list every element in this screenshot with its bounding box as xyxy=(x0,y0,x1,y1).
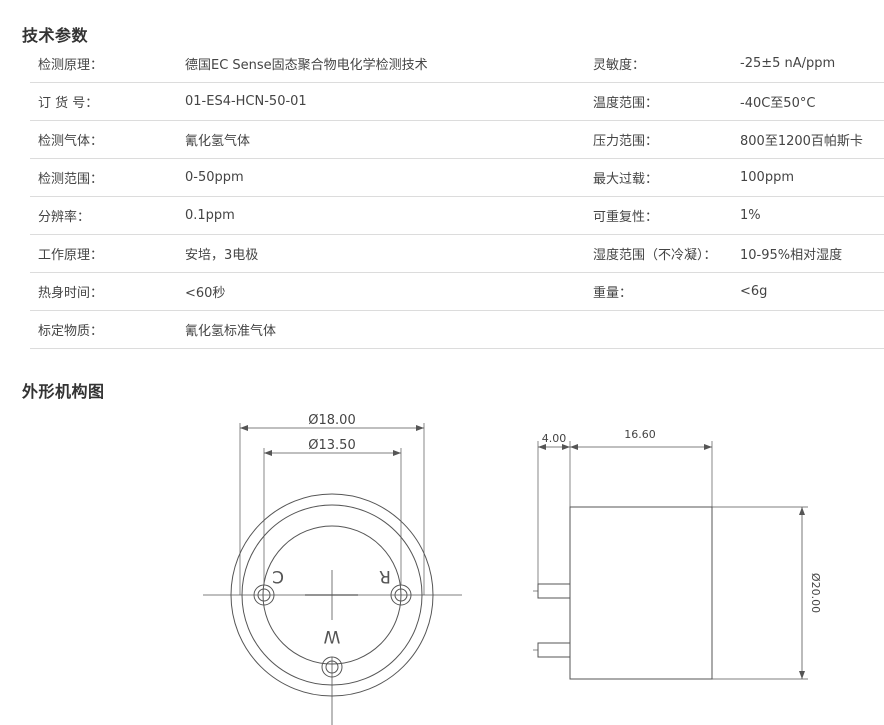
spec-label: 检测范围： xyxy=(30,158,185,197)
spec-label xyxy=(593,310,740,349)
pin-label-r: R xyxy=(379,566,391,586)
pin-c-inner xyxy=(257,588,271,602)
spec-label: 温度范围： xyxy=(593,82,740,121)
spec-value: 100ppm xyxy=(740,158,884,197)
spec-label: 湿度范围（不冷凝）： xyxy=(593,234,740,273)
dim-label-outer-diameter: Ø18.00 xyxy=(308,413,355,428)
spec-row: 工作原理：安培，3电极湿度范围（不冷凝）：10-95%相对湿度 xyxy=(30,234,884,273)
spec-label: 标定物质： xyxy=(30,310,185,349)
spec-value: 氰化氢气体 xyxy=(185,120,593,159)
pin-r-inner xyxy=(394,588,408,602)
spec-value: 德国EC Sense固态聚合物电化学检测技术 xyxy=(185,45,593,83)
spec-label: 重量： xyxy=(593,272,740,311)
spec-value: <6g xyxy=(740,272,884,311)
spec-value xyxy=(740,310,884,349)
dim-label-body-length: 16.60 xyxy=(624,428,656,441)
spec-value: -40C至50°C xyxy=(740,82,884,121)
spec-label: 订 货 号： xyxy=(30,82,185,121)
spec-label: 热身时间： xyxy=(30,272,185,311)
spec-label: 分辨率： xyxy=(30,196,185,235)
spec-label: 压力范围： xyxy=(593,120,740,159)
dim-label-body-diameter: Ø20.00 xyxy=(809,573,822,613)
spec-value: 01-ES4-HCN-50-01 xyxy=(185,82,593,121)
section-title-drawing: 外形机构图 xyxy=(22,382,105,401)
pin-w-inner xyxy=(325,660,339,674)
spec-label: 检测原理： xyxy=(30,45,185,83)
pin-label-w: W xyxy=(323,626,340,646)
sensor-body-side xyxy=(569,506,713,680)
spec-label: 灵敏度： xyxy=(593,45,740,83)
spec-label: 最大过载： xyxy=(593,158,740,197)
spec-value: 1% xyxy=(740,196,884,235)
section-title-specs: 技术参数 xyxy=(22,26,89,45)
spec-row: 标定物质：氰化氢标准气体 xyxy=(30,310,884,349)
spec-table: 检测原理：德国EC Sense固态聚合物电化学检测技术灵敏度：-25±5 nA/… xyxy=(30,45,884,349)
spec-label: 检测气体： xyxy=(30,120,185,159)
pin-w-outer xyxy=(321,656,343,678)
spec-row: 检测原理：德国EC Sense固态聚合物电化学检测技术灵敏度：-25±5 nA/… xyxy=(30,45,884,83)
spec-value: 10-95%相对湿度 xyxy=(740,234,884,273)
spec-value: 安培，3电极 xyxy=(185,234,593,273)
pin-lower-side xyxy=(537,642,571,658)
spec-label: 工作原理： xyxy=(30,234,185,273)
pin-upper-side xyxy=(537,583,571,599)
spec-value: 0.1ppm xyxy=(185,196,593,235)
spec-value: 800至1200百帕斯卡 xyxy=(740,120,884,159)
pin-label-c: C xyxy=(272,566,284,586)
spec-value: 氰化氢标准气体 xyxy=(185,310,593,349)
spec-row: 热身时间：<60秒重量：<6g xyxy=(30,272,884,311)
dim-label-pin-length: 4.00 xyxy=(542,432,567,445)
spec-value: 0-50ppm xyxy=(185,158,593,197)
dim-label-inner-diameter: Ø13.50 xyxy=(308,438,355,453)
spec-value: <60秒 xyxy=(185,272,593,311)
spec-label: 可重复性： xyxy=(593,196,740,235)
spec-row: 检测气体：氰化氢气体压力范围：800至1200百帕斯卡 xyxy=(30,120,884,159)
spec-value: -25±5 nA/ppm xyxy=(740,45,884,83)
dimension-drawing: Ø18.00 Ø13.50 C R W 4.00 16.60 Ø20.00 xyxy=(203,413,822,725)
